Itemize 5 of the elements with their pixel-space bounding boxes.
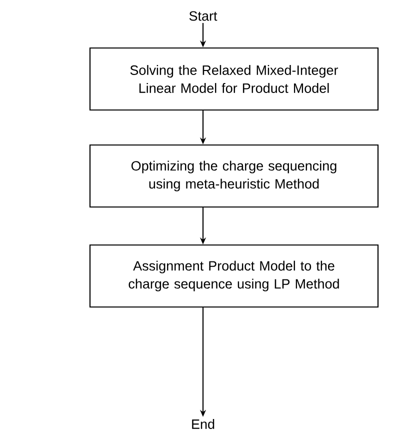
terminal-label: End bbox=[192, 419, 214, 429]
process-box: Solving the Relaxed Mixed-Integer Linear Model for Product Model bbox=[89, 47, 379, 111]
process-box: Optimizing the charge sequencing using meta-heuristic Method bbox=[89, 144, 379, 208]
terminal-label: Start bbox=[189, 11, 218, 21]
process-box: Assignment Product Model to the charge sequence using LP Method bbox=[89, 244, 379, 308]
